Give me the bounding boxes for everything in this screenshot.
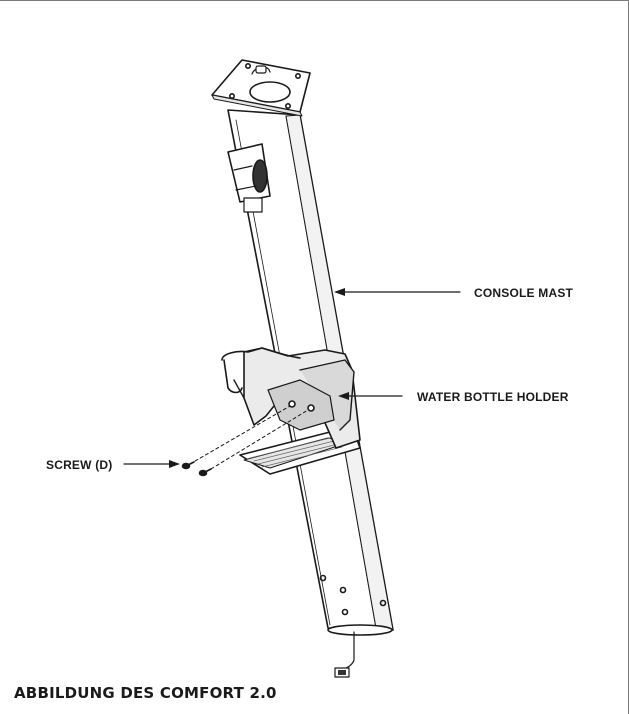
console-mount-plate <box>211 59 311 117</box>
screw-assembly <box>181 405 309 477</box>
figure-caption: ABBILDUNG DES COMFORT 2.0 <box>14 684 277 702</box>
mast-clamp <box>227 143 271 213</box>
label-console-mast: CONSOLE MAST <box>474 286 574 300</box>
label-water-bottle-holder: WATER BOTTLE HOLDER <box>417 390 569 404</box>
bottom-connector <box>334 631 355 678</box>
label-screw: SCREW (D) <box>46 458 113 472</box>
water-bottle-holder <box>221 347 361 475</box>
callout-arrows <box>123 288 461 468</box>
